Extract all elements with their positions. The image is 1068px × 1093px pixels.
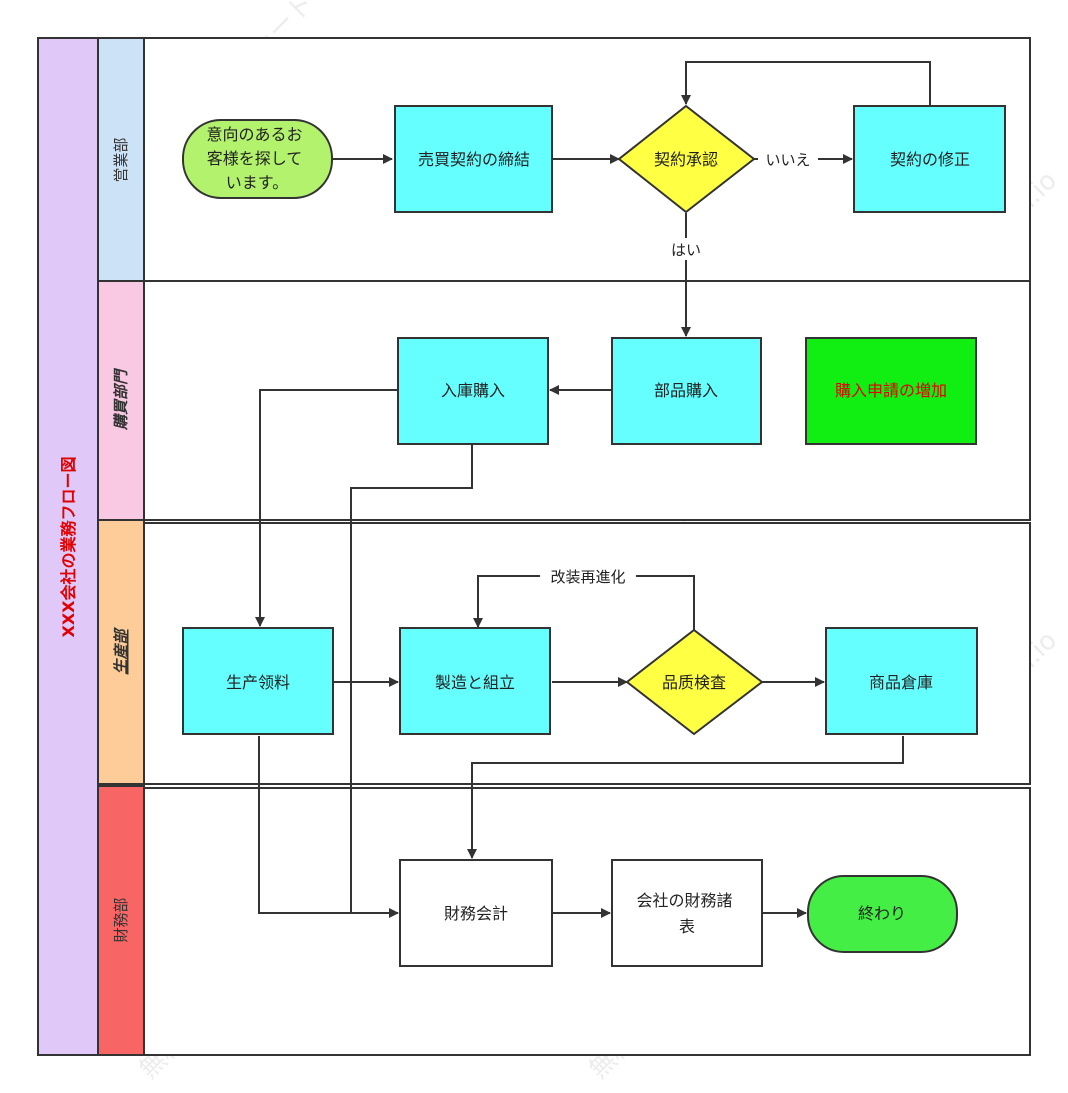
node-warehouse[interactable]: 商品倉庫: [825, 627, 978, 735]
edge-label-yes: はい: [671, 241, 701, 259]
node-label: 終わり: [858, 904, 906, 923]
lane-header-sales: [97, 37, 145, 282]
lane-header-production: [97, 519, 145, 785]
edge-warehouse-to-accounting: [467, 736, 904, 859]
node-contract-approval[interactable]: 契約承認: [617, 104, 756, 214]
lane-label-sales: 営業部: [112, 137, 130, 182]
pool-header: [37, 37, 99, 1056]
edge-stock-to-accounting: [350, 445, 473, 913]
svg-text:意向のあるお 客様を探して います。: 意向のあるお 客様を探して います。: [206, 125, 307, 192]
lane-label-purchase: 購買部門: [112, 367, 130, 431]
edge-label-rework: 改装再進化: [550, 568, 625, 586]
node-label: います。: [226, 173, 288, 192]
svg-text:会社の財務諸 表: 会社の財務諸 表: [636, 891, 737, 936]
lane-header-purchase: [97, 280, 145, 521]
node-add-request[interactable]: 購入申請の増加: [805, 337, 977, 445]
node-label: 部品購入: [654, 381, 718, 400]
node-label: 生产领料: [226, 673, 290, 692]
node-label: 契約承認: [654, 150, 718, 169]
node-parts-purchase[interactable]: 部品購入: [611, 337, 762, 445]
node-label: 購入申請の増加: [835, 381, 947, 400]
lane-label-production: 生産部: [112, 627, 130, 675]
node-accounting[interactable]: 財務会計: [399, 859, 553, 967]
node-stock-purchase[interactable]: 入庫購入: [397, 337, 549, 445]
lane-label-finance: 財務部: [112, 897, 130, 942]
node-label: 意向のあるお: [206, 125, 302, 144]
node-label: 売買契約の締結: [418, 150, 530, 169]
node-label: 入庫購入: [441, 381, 505, 400]
edges: [255, 61, 931, 918]
node-start[interactable]: 意向のあるお 客様を探して います。: [182, 119, 333, 199]
node-manufacture[interactable]: 製造と組立: [399, 627, 551, 735]
node-production-material[interactable]: 生产领料: [182, 627, 334, 735]
node-label: 商品倉庫: [869, 673, 933, 692]
node-label: 客様を探して: [207, 149, 303, 168]
node-sales-contract[interactable]: 売買契約の締結: [394, 105, 553, 213]
node-label: 財務会計: [444, 904, 508, 923]
pool-title: XXX会社の業務フロー図: [59, 456, 78, 637]
edge-label-no: いいえ: [765, 151, 810, 169]
node-statements[interactable]: 会社の財務諸 表: [611, 859, 763, 967]
node-label: 会社の財務諸: [636, 891, 732, 910]
node-label: 品质検査: [662, 673, 726, 692]
edge-label-bg: [758, 148, 818, 170]
edge-material-to-accounting: [258, 736, 399, 918]
node-end[interactable]: 終わり: [807, 875, 958, 953]
edge-stock-to-material: [255, 389, 397, 627]
node-label: 契約の修正: [890, 150, 970, 169]
edge-label-bg: [664, 238, 708, 260]
edge-label-bg: [540, 565, 636, 587]
node-label: 製造と組立: [435, 673, 515, 692]
edge-fix-loop-back: [681, 61, 931, 106]
node-label: 表: [679, 917, 695, 936]
node-quality-check[interactable]: 品质検査: [625, 628, 764, 736]
node-contract-fix[interactable]: 契約の修正: [853, 105, 1006, 213]
